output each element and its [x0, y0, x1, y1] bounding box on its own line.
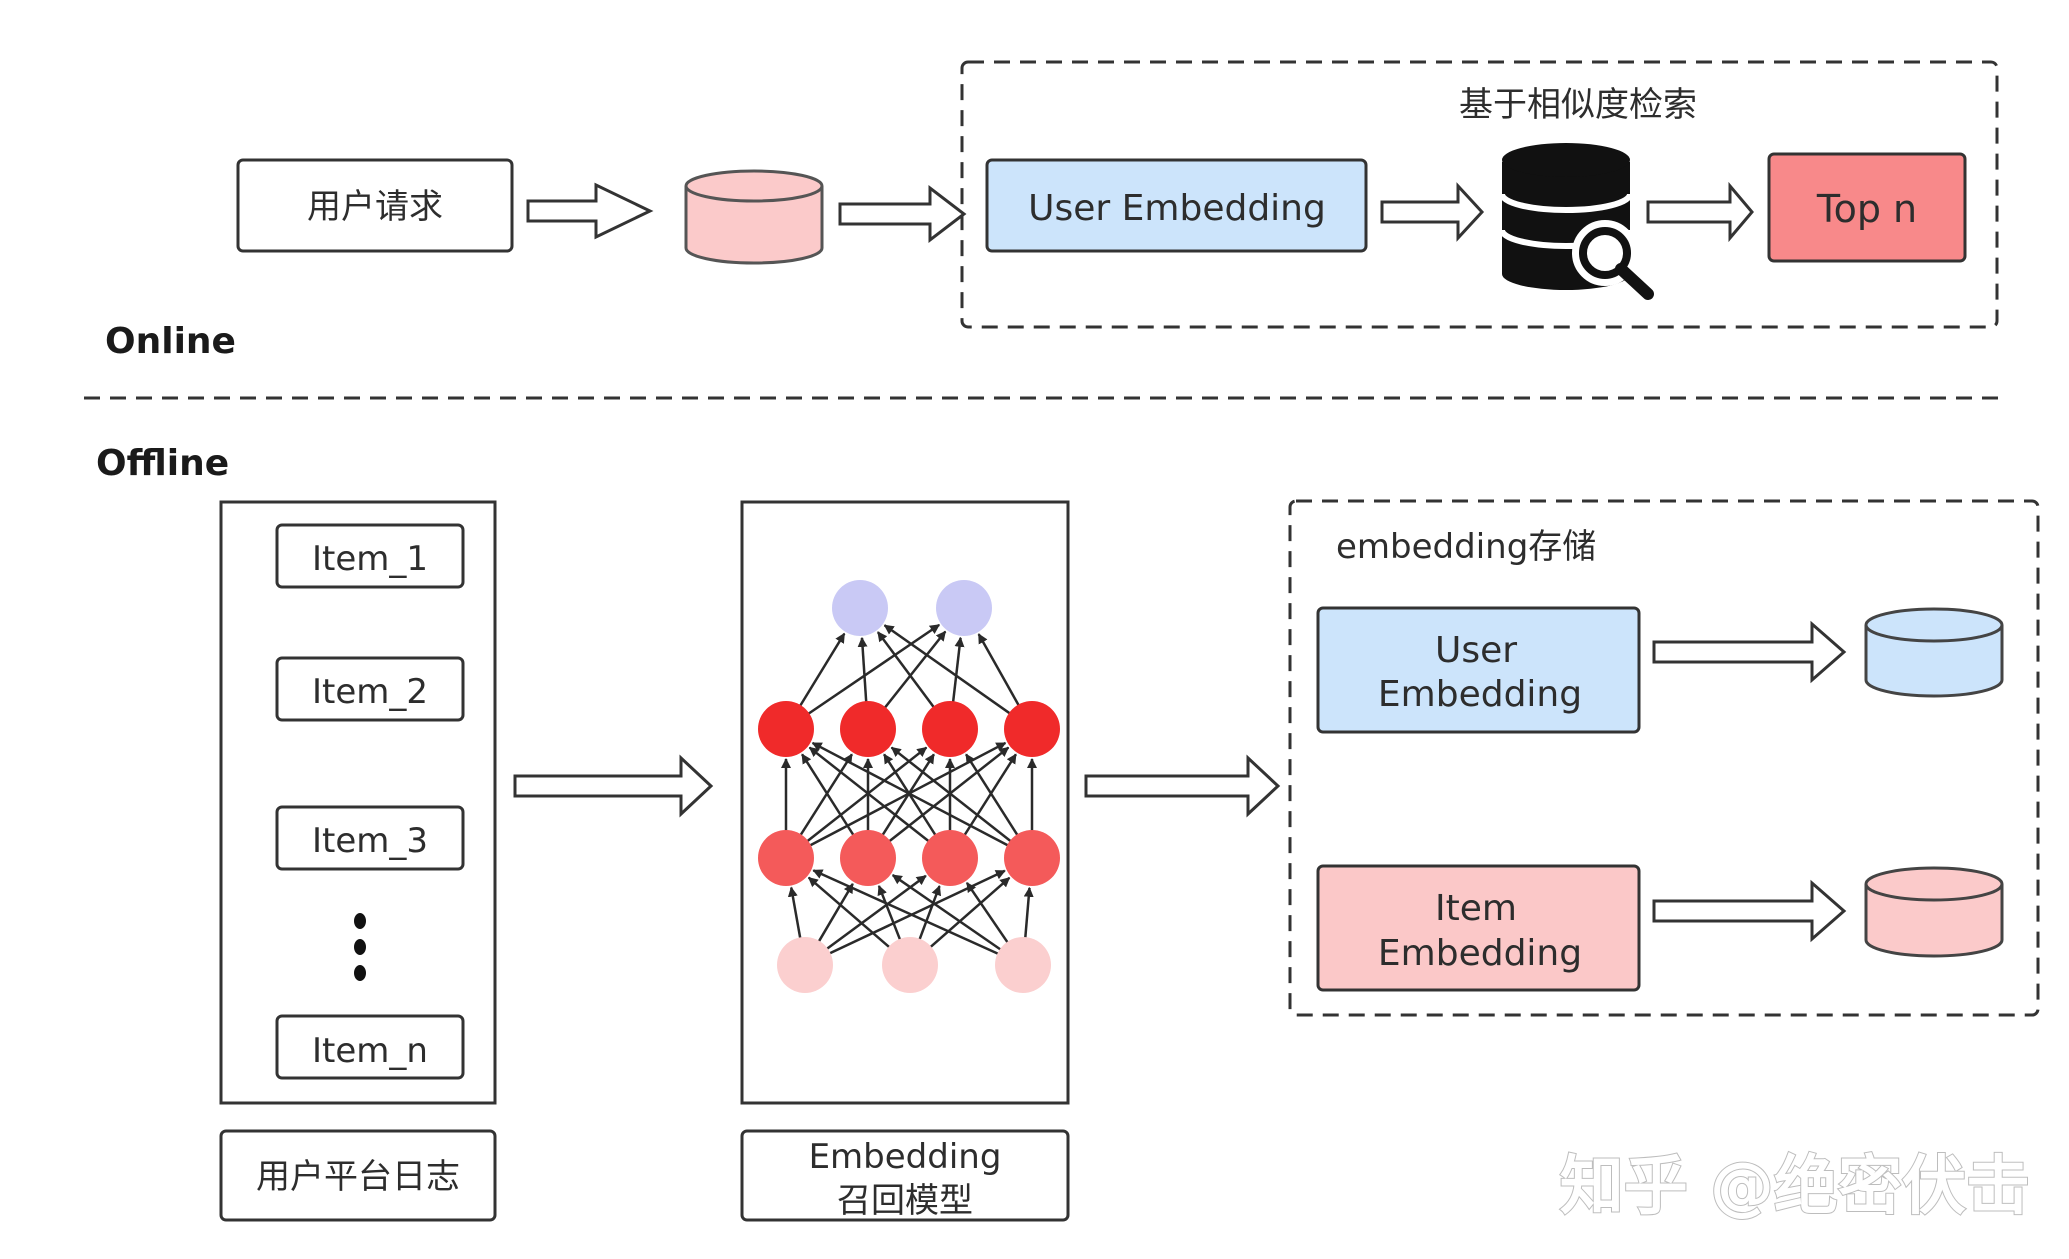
neural-network-edge: [965, 881, 1011, 946]
neural-network-edge: [787, 886, 803, 942]
log-caption-box: [219, 1129, 497, 1222]
item-embedding-line2: Embedding: [1378, 933, 1582, 974]
watermark: 知乎 @绝密伏击: [1560, 1150, 2030, 1224]
neural-network-edge: [879, 753, 935, 839]
arrow-right-icon: [1652, 879, 1847, 943]
neural-network-edge: [891, 874, 1004, 953]
neural-network-node: [936, 580, 992, 636]
neural-network-edge: [876, 631, 937, 711]
neural-network-node: [922, 701, 978, 757]
neural-network-node: [840, 830, 896, 886]
embedding-storage-title: embedding存储: [1336, 527, 1596, 567]
item-box-2: [275, 656, 465, 722]
item-label-3: Item_3: [312, 821, 428, 861]
neural-network-edge: [808, 746, 932, 845]
item-box-3: [275, 805, 465, 871]
neural-network-icon: [758, 580, 1060, 993]
arrow-right-icon: [838, 184, 967, 244]
neural-network-edge: [797, 753, 853, 839]
online-user-embedding-box: [985, 158, 1368, 253]
neural-network-edge: [883, 624, 1014, 717]
neural-network-node: [777, 937, 833, 993]
neural-network-edges: [781, 623, 1037, 957]
neural-network-node: [882, 937, 938, 993]
user-request-label: 用户请求: [307, 187, 443, 227]
neural-network-edge: [804, 746, 928, 845]
online-label: Online: [105, 321, 236, 362]
neural-network-edge: [917, 885, 942, 943]
user-request-box: [236, 158, 514, 253]
neural-network-edge: [805, 623, 941, 717]
arrow-right-icon: [526, 182, 654, 240]
offline-user-embedding-line2: Embedding: [1378, 674, 1582, 715]
neural-network-node: [1004, 830, 1060, 886]
neural-network-edge: [1023, 886, 1034, 942]
neural-network-edge: [927, 876, 1011, 951]
items-panel: [219, 500, 497, 1105]
neural-network-edge: [886, 746, 1010, 845]
arrow-right-icon: [1380, 182, 1485, 242]
arrow-right-icon: [1084, 754, 1281, 818]
log-caption-label: 用户平台日志: [256, 1157, 460, 1197]
neural-network-node: [832, 580, 888, 636]
neural-network-edge: [961, 753, 1017, 839]
embedding-storage-group: [1288, 499, 2040, 1017]
item-label-2: Item_2: [312, 672, 428, 712]
arrow-right-icon: [513, 754, 714, 818]
user-embedding-database-icon: [1864, 607, 2004, 698]
model-panel: [740, 500, 1070, 1105]
database-search-icon: [1499, 143, 1654, 300]
item-embedding-database-icon: [1864, 866, 2004, 958]
neural-network-edge: [797, 632, 846, 710]
online-search-group-title: 基于相似度检索: [1459, 85, 1697, 125]
item-embedding-line1: Item: [1435, 888, 1517, 929]
neural-network-edge: [965, 753, 1021, 839]
neural-network-node: [758, 701, 814, 757]
neural-network-edge: [812, 869, 1002, 957]
offline-label: Offline: [96, 443, 229, 484]
neural-network-edge: [811, 741, 1012, 848]
arrow-right-icon: [1652, 620, 1847, 684]
online-user-embedding-label: User Embedding: [1028, 188, 1326, 229]
arrow-right-icon: [1646, 181, 1754, 243]
model-caption-line1: Embedding: [809, 1137, 1002, 1177]
item-label-1: Item_1: [312, 539, 428, 579]
model-caption-box: [740, 1129, 1070, 1222]
neural-network-node: [758, 830, 814, 886]
neural-network-edge: [807, 876, 893, 951]
neural-network-node: [1004, 701, 1060, 757]
neural-network-edge: [823, 874, 927, 952]
neural-network-node: [995, 937, 1051, 993]
offline-user-embedding-box: [1316, 606, 1641, 734]
neural-network-edge: [801, 753, 857, 839]
model-caption-line2: 召回模型: [837, 1181, 973, 1221]
neural-network-edge: [881, 630, 947, 711]
database-icon: [684, 169, 824, 265]
vertical-ellipsis-icon: [354, 913, 366, 981]
top-n-box: [1767, 152, 1967, 263]
neural-network-edge: [816, 882, 854, 945]
neural-network-edge: [877, 884, 903, 944]
item-label-n: Item_n: [312, 1031, 428, 1071]
neural-network-edge: [857, 636, 868, 706]
offline-user-embedding-line1: User: [1435, 630, 1517, 671]
neural-network-edge: [883, 753, 939, 839]
neural-network-node: [922, 830, 978, 886]
neural-network-edge: [890, 746, 1014, 845]
item-box-n: [275, 1014, 465, 1080]
neural-network-edge: [951, 636, 965, 706]
top-n-label: Top n: [1816, 187, 1917, 231]
neural-network-edge: [977, 633, 1022, 709]
item-embedding-box: [1316, 864, 1641, 992]
item-box-1: [275, 523, 465, 589]
online-search-group: [960, 60, 1999, 329]
neural-network-node: [840, 701, 896, 757]
